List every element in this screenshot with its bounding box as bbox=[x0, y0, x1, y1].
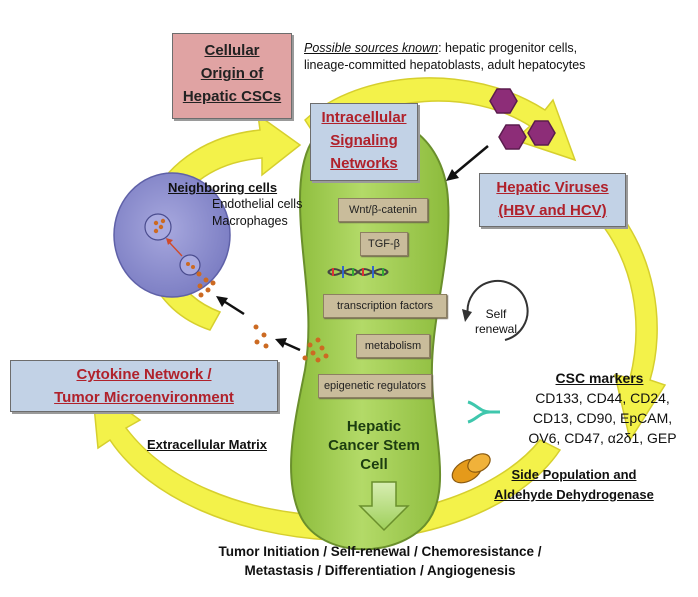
hepatic-cancer-stem-cell-body bbox=[290, 114, 450, 551]
pathway-pill: transcription factors bbox=[323, 294, 447, 318]
signaling-line2: Signaling bbox=[330, 132, 398, 149]
dna-helix-icon bbox=[327, 266, 389, 278]
csc-markers: CSC markers CD133, CD44, CD24, CD13, CD9… bbox=[510, 368, 695, 448]
cellular-origin-box: Cellular Origin of Hepatic CSCs bbox=[172, 33, 292, 119]
self-renewal-line1: Self bbox=[485, 307, 507, 321]
right-yellow-arrow bbox=[583, 188, 667, 442]
self-renewal-label: Self renewal bbox=[473, 307, 519, 337]
self-renewal-icon bbox=[462, 279, 529, 341]
csc-markers-line3: OV6, CD47, α2δ1, GEP bbox=[528, 430, 677, 446]
neighbor-line1: Endothelial cells bbox=[212, 197, 303, 211]
neighbor-title: Neighboring cells bbox=[168, 180, 278, 195]
csc-markers-line1: CD133, CD44, CD24, bbox=[535, 390, 670, 406]
hepatic-cancer-stem-cell-label: Hepatic Cancer Stem Cell bbox=[324, 417, 424, 474]
sources-line2: lineage-committed hepatoblasts, adult he… bbox=[304, 58, 586, 72]
cytokine-network-box: Cytokine Network / Tumor Microenvironmen… bbox=[10, 360, 278, 412]
neighboring-cells-label: Neighboring cells bbox=[168, 179, 328, 196]
virus-icons bbox=[489, 88, 556, 150]
cytokine-line1: Cytokine Network / bbox=[76, 366, 212, 383]
virus-icon bbox=[489, 88, 518, 114]
signaling-line1: Intracellular bbox=[321, 109, 407, 126]
extracellular-matrix-label: Extracellular Matrix bbox=[147, 437, 267, 452]
transporter-icon bbox=[451, 453, 491, 484]
virus-icon bbox=[527, 120, 556, 146]
viruses-line2: (HBV and HCV) bbox=[498, 202, 607, 219]
cytokine-line2: Tumor Microenvironment bbox=[54, 389, 234, 406]
pathway-pill: TGF-β bbox=[360, 232, 408, 256]
csc-markers-title: CSC markers bbox=[555, 370, 644, 386]
down-arrow-icon bbox=[358, 481, 410, 532]
sources-line1: : hepatic progenitor cells, bbox=[438, 41, 578, 55]
arrow-virus-to-cell bbox=[451, 145, 489, 177]
intracellular-signaling-box: Intracellular Signaling Networks bbox=[310, 103, 418, 181]
arrow-to-neighbor bbox=[221, 298, 245, 316]
outcomes-text: Tumor Initiation / Self-renewal / Chemor… bbox=[180, 542, 580, 580]
pathway-pill: metabolism bbox=[356, 334, 430, 358]
csc-markers-line2: CD13, CD90, EpCAM, bbox=[532, 410, 673, 426]
origin-line1: Cellular bbox=[204, 42, 260, 59]
outcomes-line1: Tumor Initiation / Self-renewal / Chemor… bbox=[218, 544, 542, 559]
origin-line3: Hepatic CSCs bbox=[182, 88, 282, 105]
viruses-line1: Hepatic Viruses bbox=[496, 179, 609, 196]
pathway-pill: Wnt/β-catenin bbox=[338, 198, 428, 222]
self-renewal-line2: renewal bbox=[474, 322, 518, 336]
neighbor-line2: Macrophages bbox=[212, 214, 288, 228]
cytokine-dots-neighbor bbox=[196, 271, 216, 298]
arrow-from-cell bbox=[281, 340, 301, 352]
pathway-pill: epigenetic regulators bbox=[318, 374, 432, 398]
cytokine-dots-cell bbox=[302, 337, 329, 363]
receptor-icon bbox=[467, 400, 500, 424]
virus-icon bbox=[498, 124, 527, 150]
cell-label-line3: Cell bbox=[360, 456, 388, 473]
side-population-line1: Side Population and bbox=[511, 467, 637, 482]
black-arrows bbox=[216, 145, 489, 352]
neighboring-cell bbox=[113, 172, 231, 298]
side-population-line2: Aldehyde Dehydrogenase bbox=[494, 487, 654, 502]
hepatic-viruses-box: Hepatic Viruses (HBV and HCV) bbox=[479, 173, 626, 227]
side-population-label: Side Population and Aldehyde Dehydrogena… bbox=[494, 465, 654, 505]
possible-sources-text: Possible sources known: hepatic progenit… bbox=[304, 40, 694, 74]
outcomes-line2: Metastasis / Differentiation / Angiogene… bbox=[244, 563, 516, 578]
cell-label-line2: Cancer Stem bbox=[328, 437, 420, 454]
sources-prefix: Possible sources known bbox=[304, 41, 439, 55]
neighbor-types: Endothelial cells Macrophages bbox=[212, 196, 332, 230]
cytokine-dots-middle bbox=[253, 324, 269, 349]
origin-line2: Origin of bbox=[200, 65, 264, 82]
signaling-line3: Networks bbox=[330, 155, 398, 172]
cell-label-line1: Hepatic bbox=[346, 418, 402, 435]
